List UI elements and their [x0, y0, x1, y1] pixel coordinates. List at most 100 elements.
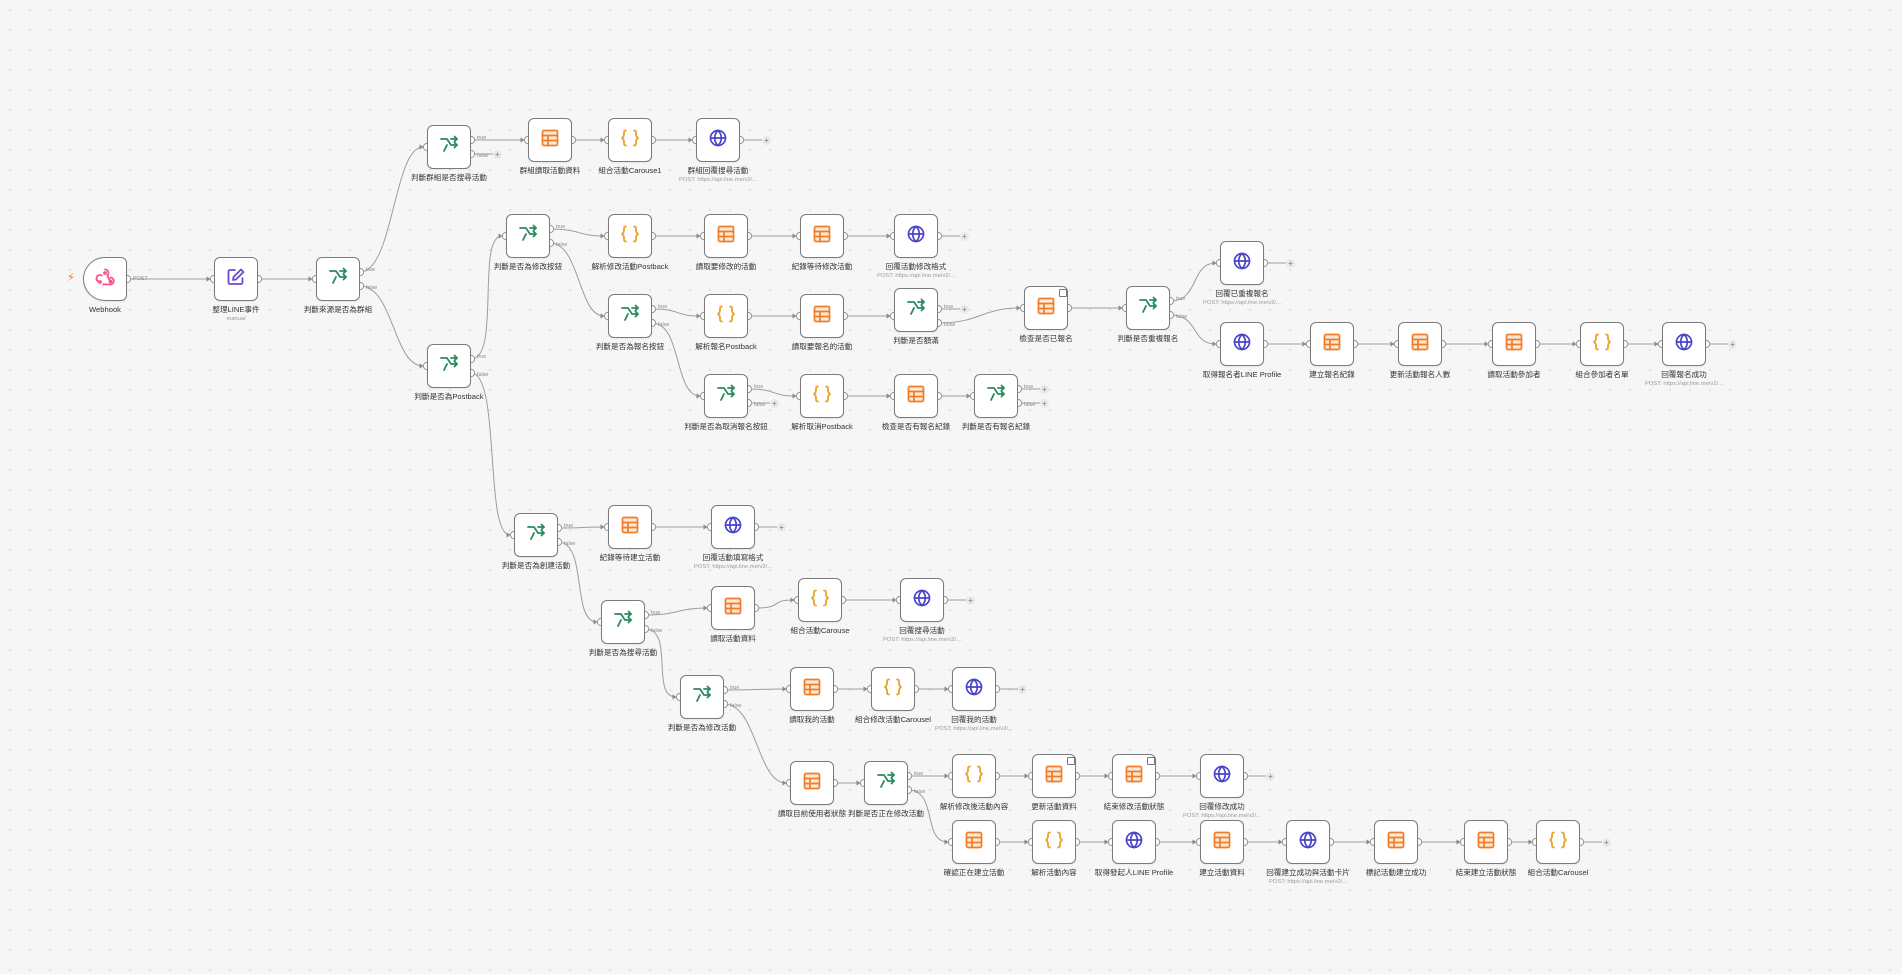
- add-node-plus-icon[interactable]: +: [1286, 258, 1295, 268]
- edge-false-label: false: [477, 372, 489, 378]
- node-sheets[interactable]: [1398, 322, 1442, 366]
- node-code[interactable]: [704, 294, 748, 338]
- node-sheets[interactable]: [952, 820, 996, 864]
- node-sheets[interactable]: [608, 505, 652, 549]
- node-if[interactable]: [514, 513, 558, 557]
- node-if[interactable]: [506, 214, 550, 258]
- node-subtitle: manual: [226, 316, 246, 322]
- node-code[interactable]: [800, 374, 844, 418]
- node-sheets[interactable]: [1112, 754, 1156, 798]
- sheets-icon: [800, 769, 824, 798]
- add-node-plus-icon[interactable]: +: [966, 595, 975, 605]
- node-label: 讀取要報名的活動: [791, 342, 853, 351]
- node-if[interactable]: [704, 374, 748, 418]
- code-icon: [810, 382, 834, 411]
- code-icon: [881, 675, 905, 704]
- node-sheets[interactable]: [1032, 754, 1076, 798]
- add-node-plus-icon[interactable]: +: [1040, 384, 1049, 394]
- add-node-plus-icon[interactable]: +: [762, 135, 771, 145]
- node-sheets[interactable]: [800, 294, 844, 338]
- node-http[interactable]: [711, 505, 755, 549]
- code-icon: [1546, 828, 1570, 857]
- node-label: 讀取要修改的活動: [695, 262, 757, 271]
- add-node-plus-icon[interactable]: +: [1040, 398, 1049, 408]
- node-code[interactable]: [1032, 820, 1076, 864]
- node-sheets[interactable]: [1200, 820, 1244, 864]
- node-http[interactable]: [1286, 820, 1330, 864]
- node-sheets[interactable]: [528, 118, 572, 162]
- node-code[interactable]: [798, 578, 842, 622]
- node-code[interactable]: [1536, 820, 1580, 864]
- node-code[interactable]: [608, 118, 652, 162]
- node-http[interactable]: [1200, 754, 1244, 798]
- node-sheets[interactable]: [800, 214, 844, 258]
- node-if[interactable]: [864, 761, 908, 805]
- node-code[interactable]: [1580, 322, 1624, 366]
- node-http[interactable]: [696, 118, 740, 162]
- add-node-plus-icon[interactable]: +: [1602, 837, 1611, 847]
- node-if[interactable]: [894, 288, 938, 332]
- connection-wire: [1169, 262, 1217, 302]
- http-icon: [904, 222, 928, 251]
- add-node-plus-icon[interactable]: +: [1266, 771, 1275, 781]
- add-node-plus-icon[interactable]: +: [1018, 684, 1027, 694]
- connection-wire: [557, 526, 605, 529]
- edge-false-label: false: [366, 285, 378, 291]
- node-label: 確認正在建立活動: [943, 868, 1005, 877]
- if-icon: [524, 521, 548, 550]
- node-label: 讀取我的活動: [789, 715, 835, 724]
- add-node-plus-icon[interactable]: +: [960, 231, 969, 241]
- node-if[interactable]: [608, 294, 652, 338]
- node-label: 判斷是否有報名紀錄: [961, 422, 1031, 431]
- node-http[interactable]: [952, 667, 996, 711]
- if-icon: [984, 382, 1008, 411]
- node-http[interactable]: [894, 214, 938, 258]
- if-icon: [714, 382, 738, 411]
- node-subtitle: POST: https://api.line.me/v2/...: [1645, 381, 1723, 387]
- node-code[interactable]: [952, 754, 996, 798]
- node-sheets[interactable]: [790, 667, 834, 711]
- add-node-plus-icon[interactable]: +: [1728, 339, 1737, 349]
- node-sheets[interactable]: [711, 586, 755, 630]
- node-if[interactable]: [974, 374, 1018, 418]
- node-sheets[interactable]: [790, 761, 834, 805]
- connection-arrow: [419, 144, 424, 150]
- node-edit[interactable]: [214, 257, 258, 301]
- sheets-icon: [1502, 330, 1526, 359]
- add-node-plus-icon[interactable]: +: [770, 398, 779, 408]
- node-sheets[interactable]: [1492, 322, 1536, 366]
- sheets-icon: [538, 126, 562, 155]
- sheets-icon: [962, 828, 986, 857]
- node-if[interactable]: [680, 675, 724, 719]
- node-http[interactable]: [1220, 241, 1264, 285]
- node-sheets[interactable]: [1464, 820, 1508, 864]
- node-label: 檢查是否有報名紀錄: [881, 422, 951, 431]
- add-node-plus-icon[interactable]: +: [777, 522, 786, 532]
- node-label: 解析報名Postback: [695, 342, 757, 351]
- node-label: 紀錄等待建立活動: [599, 553, 661, 562]
- node-sheets[interactable]: [1310, 322, 1354, 366]
- node-http[interactable]: [1662, 322, 1706, 366]
- node-if[interactable]: [316, 257, 360, 301]
- node-sheets[interactable]: [704, 214, 748, 258]
- edge-false-label: false: [944, 322, 956, 328]
- add-node-plus-icon[interactable]: +: [493, 149, 502, 159]
- node-if[interactable]: [1126, 286, 1170, 330]
- node-code[interactable]: [871, 667, 915, 711]
- add-node-plus-icon[interactable]: +: [960, 304, 969, 314]
- node-http[interactable]: [900, 578, 944, 622]
- node-code[interactable]: [608, 214, 652, 258]
- node-if[interactable]: [427, 125, 471, 169]
- connection-arrow: [944, 773, 949, 779]
- node-http[interactable]: [1220, 322, 1264, 366]
- node-sheets[interactable]: [1374, 820, 1418, 864]
- node-label: 讀取目前使用者狀態: [777, 809, 847, 818]
- node-if[interactable]: [427, 344, 471, 388]
- sheets-icon: [721, 594, 745, 623]
- node-webhook[interactable]: [83, 257, 127, 301]
- node-if[interactable]: [601, 600, 645, 644]
- connection-wire: [754, 599, 795, 609]
- node-sheets[interactable]: [894, 374, 938, 418]
- connection-arrow: [520, 137, 525, 143]
- node-http[interactable]: [1112, 820, 1156, 864]
